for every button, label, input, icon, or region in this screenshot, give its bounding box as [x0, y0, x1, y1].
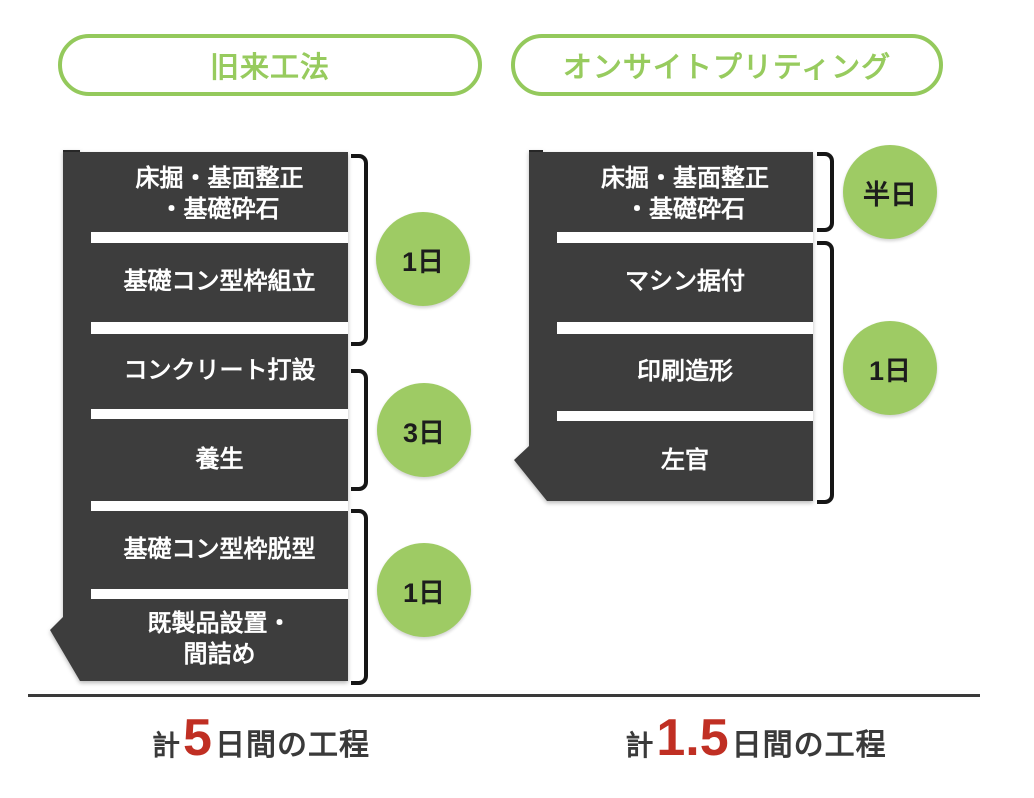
step-concrete-pour: コンクリート打設 [91, 334, 348, 409]
step-separator [91, 501, 348, 511]
duration-bracket [351, 369, 368, 491]
duration-label: 1日 [402, 577, 446, 608]
total-suffix: 日間の工程 [214, 729, 370, 762]
header-pill-traditional: 旧来工法 [58, 34, 482, 96]
step-excavation-onsite: 床掘・基面整正 ・基礎砕石 [557, 157, 813, 232]
total-prefix: 計 [152, 730, 181, 761]
duration-circle-1day: 1日 [376, 212, 470, 306]
step-machine-setup: マシン据付 [557, 243, 813, 322]
total-days-value: 5 [183, 709, 212, 767]
duration-circle-1day: 1日 [377, 543, 471, 637]
duration-bracket [351, 154, 368, 346]
step-line: 基礎コン型枠脱型 [123, 535, 316, 563]
step-separator [91, 589, 348, 599]
step-separator [557, 322, 813, 334]
step-line: 養生 [195, 445, 244, 473]
step-separator [91, 409, 348, 419]
step-formwork-removal: 基礎コン型枠脱型 [91, 511, 348, 589]
total-onsite: 計 1.5 日間の工程 [556, 708, 956, 768]
duration-label: 1日 [401, 246, 445, 277]
total-traditional: 計 5 日間の工程 [61, 708, 461, 768]
step-line: 左官 [661, 446, 709, 474]
step-line: 床掘・基面整正 [601, 164, 769, 192]
step-line: コンクリート打設 [123, 357, 316, 385]
total-suffix: 日間の工程 [731, 729, 887, 762]
step-line: 基礎コン型枠組立 [123, 268, 316, 296]
header-label-onsite-printing: オンサイトプリティング [562, 52, 892, 84]
step-line: ・基礎砕石 [625, 195, 745, 223]
duration-circle-3days: 3日 [377, 383, 471, 477]
step-line: 既製品設置・ [147, 610, 292, 638]
step-excavation-traditional: 床掘・基面整正 ・基礎砕石 [91, 157, 348, 232]
header-pill-onsite-printing: オンサイトプリティング [511, 34, 943, 96]
step-line: 間詰め [183, 641, 256, 668]
step-separator [91, 232, 348, 243]
total-divider [28, 694, 980, 697]
duration-label: 半日 [863, 179, 917, 210]
step-line: 床掘・基面整正 [135, 164, 304, 192]
step-separator [91, 322, 348, 334]
total-days-value: 1.5 [656, 709, 729, 767]
step-separator [557, 232, 813, 243]
step-print-forming: 印刷造形 [557, 334, 813, 411]
step-line: マシン据付 [625, 268, 745, 296]
step-plastering: 左官 [557, 421, 813, 501]
step-precast-install: 既製品設置・ 間詰め [91, 599, 348, 681]
duration-circle-halfday: 半日 [843, 145, 937, 239]
step-line: ・基礎砕石 [159, 195, 280, 223]
duration-circle-1day: 1日 [843, 321, 937, 415]
duration-bracket [817, 241, 834, 504]
duration-label: 3日 [402, 417, 446, 448]
total-prefix: 計 [625, 730, 654, 761]
duration-label: 1日 [868, 355, 912, 386]
duration-bracket [817, 152, 834, 232]
duration-bracket [351, 509, 368, 685]
header-label-traditional: 旧来工法 [209, 52, 330, 84]
step-separator [557, 411, 813, 421]
step-formwork-assembly: 基礎コン型枠組立 [91, 243, 348, 322]
step-curing: 養生 [91, 419, 348, 501]
step-line: 印刷造形 [637, 358, 733, 386]
